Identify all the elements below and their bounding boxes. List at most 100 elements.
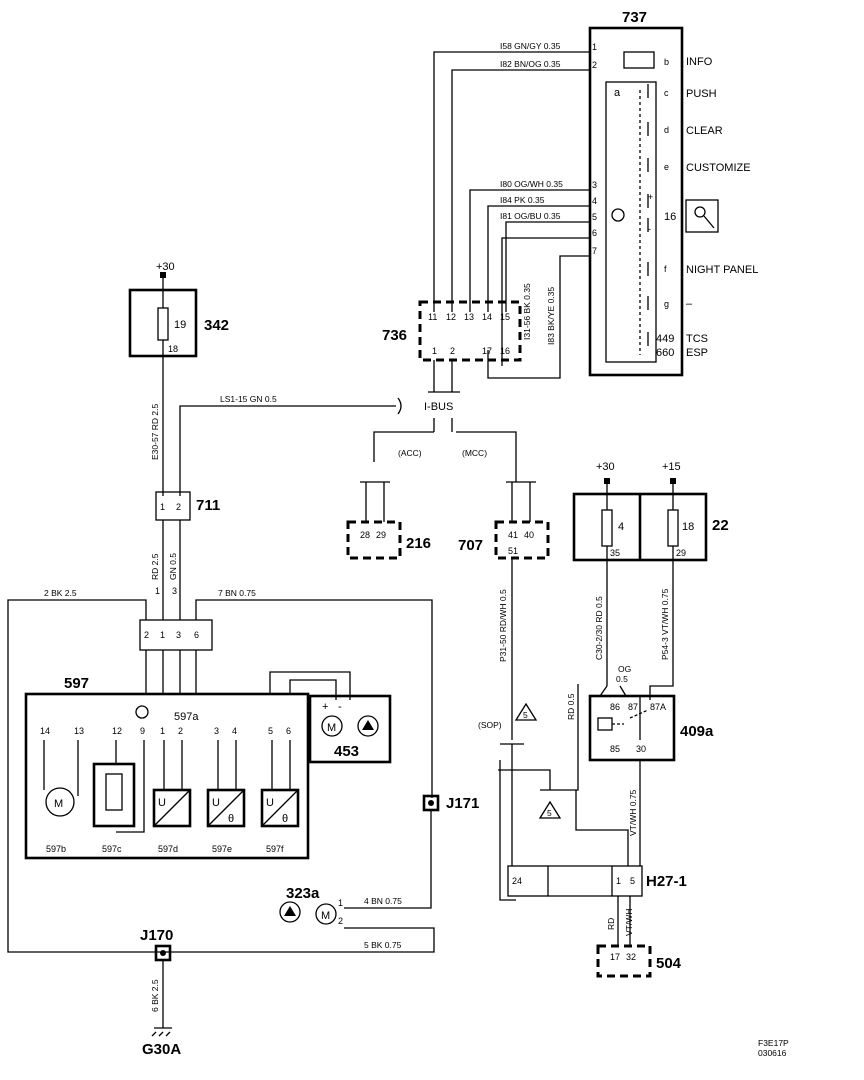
pin-597-2: 2	[178, 726, 183, 736]
sensor-597f-theta: θ	[282, 813, 288, 825]
wire-label-i80: I80 OG/WH 0.35	[500, 179, 563, 189]
pin-597-14: 14	[40, 726, 50, 736]
pin-736-2: 2	[450, 346, 455, 356]
wire-2-bk	[7, 599, 435, 953]
wire-label-p54: P54-3 VT/WH 0.75	[660, 588, 670, 660]
pin-736-12: 12	[446, 312, 456, 322]
label-dash: –	[686, 298, 693, 310]
label-tcs: TCS	[686, 333, 708, 345]
pin-737-16: 16	[664, 211, 676, 223]
connector-711-label: 711	[196, 497, 220, 514]
sensor-597f-diag	[261, 789, 299, 827]
module-737-inner	[605, 81, 657, 363]
acc-label: (ACC)	[398, 448, 422, 458]
terminal-15	[670, 478, 676, 484]
fuse-19-icon	[157, 307, 169, 341]
pin-707-40: 40	[524, 530, 534, 540]
connector-711-box	[155, 491, 191, 521]
pin-736-15: 15	[500, 312, 510, 322]
pin-323a-1: 1	[338, 898, 343, 908]
module-216-box	[346, 520, 402, 560]
pin-409a-30: 30	[636, 744, 646, 754]
pin-737-e: e	[664, 162, 669, 172]
sensor-597e-u: U	[212, 797, 220, 809]
ibus-label: I-BUS	[424, 401, 453, 413]
pin-22-29: 29	[676, 548, 686, 558]
note-5-text-a: 5	[523, 710, 528, 720]
pin-737-449: 449	[656, 333, 674, 345]
label-597b: 597b	[46, 844, 66, 854]
motor-323a-icon	[315, 903, 337, 925]
label-clear: CLEAR	[686, 125, 723, 137]
h27-left-box	[507, 865, 549, 897]
wire-label-i82: I82 BN/OG 0.35	[500, 59, 561, 69]
junction-j170-label: J170	[140, 927, 173, 944]
pin-737-c: c	[664, 88, 669, 98]
module-597a-label: 597a	[174, 711, 199, 723]
module-707-label: 707	[458, 537, 483, 554]
plus30-label-left: +30	[156, 261, 175, 273]
module-216-label: 216	[406, 535, 431, 552]
pin-737-7: 7	[592, 246, 597, 256]
motor-323a-m: M	[321, 910, 330, 922]
pin-597-1: 1	[160, 726, 165, 736]
pins-597-conn: 2 1 3 6	[144, 630, 199, 640]
pump-323a-arrow	[284, 906, 296, 916]
pin-597-5: 5	[268, 726, 273, 736]
panel-light-icon	[611, 208, 625, 222]
label-info: INFO	[686, 56, 713, 68]
relay-409a-label: 409a	[680, 723, 714, 740]
wires-597-conn	[145, 650, 197, 694]
junction-j171-label: J171	[446, 795, 479, 812]
label-push: PUSH	[686, 88, 717, 100]
switch-contacts	[639, 84, 649, 355]
pin-342-18: 18	[168, 344, 178, 354]
sensor-597f-u: U	[266, 797, 274, 809]
pin-737-b: b	[664, 57, 669, 67]
pump-453-arrow	[362, 720, 374, 730]
relay-coil-icon	[597, 717, 613, 731]
pin-504-32: 32	[626, 952, 636, 962]
module-504-label: 504	[656, 955, 682, 972]
pin-736-16: 16	[500, 346, 510, 356]
pin-737-5: 5	[592, 212, 597, 222]
module-597-box	[24, 692, 310, 860]
wire-label-rd-504: RD	[606, 918, 616, 930]
wires-22-top	[606, 484, 674, 510]
note-5-text-b: 5	[547, 808, 552, 818]
pin-597-9: 9	[140, 726, 145, 736]
module-736-box	[418, 300, 522, 362]
pin-597c-3: 3	[176, 630, 181, 640]
wire-7-bn	[195, 599, 433, 798]
wire-label-rd25: RD 2.5	[150, 553, 160, 580]
pin-737-660: 660	[656, 347, 674, 359]
pin-736-17: 17	[482, 346, 492, 356]
wire-label-gn05: GN 0.5	[168, 553, 178, 580]
note-5-icon	[514, 702, 538, 721]
module-453-label: 453	[334, 743, 359, 760]
pin-h27-24: 24	[512, 876, 522, 886]
fuse-19-label: 19	[174, 319, 186, 331]
pin-707-41: 41	[508, 530, 518, 540]
label-597e: 597e	[212, 844, 232, 854]
wire-num-1: 1	[155, 586, 160, 596]
motor-453-plus: +	[322, 701, 328, 713]
pin-409a-86: 86	[610, 702, 620, 712]
junction-j171-dot	[428, 800, 434, 806]
pin-409a-87a: 87A	[650, 702, 666, 712]
wires-216	[360, 481, 390, 522]
terminal-30-left	[160, 272, 166, 278]
wires-453	[269, 671, 351, 700]
pin-737-1: 1	[592, 42, 597, 52]
pin-737-4: 4	[592, 196, 597, 206]
gauge-icon	[135, 705, 149, 719]
motor-453-icon	[321, 715, 343, 737]
pin-409a-87: 87	[628, 702, 638, 712]
module-737-label: 737	[622, 9, 647, 26]
og-label: OG	[618, 664, 631, 674]
label-597f: 597f	[266, 844, 284, 854]
wire-4-bn	[344, 810, 432, 909]
wire-label-5-bk: 5 BK 0.75	[364, 940, 402, 950]
